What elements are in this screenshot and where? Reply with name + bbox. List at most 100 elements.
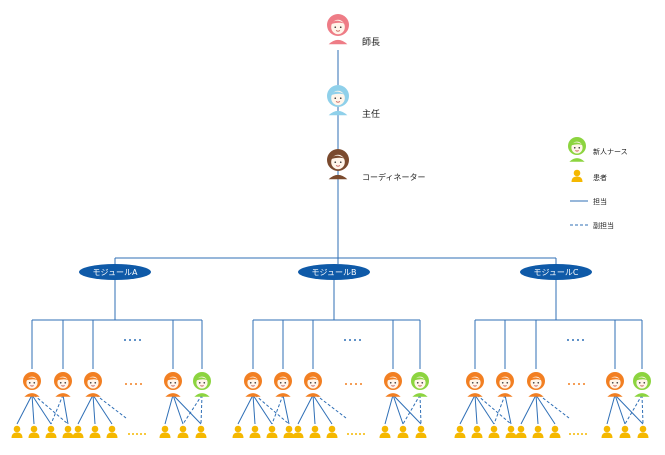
ellipsis-dot — [355, 433, 357, 435]
patient-head — [197, 425, 205, 433]
module-b-orange-ellipsis — [345, 383, 362, 385]
staff-nurse-icon-face — [530, 376, 542, 389]
staff-nurse-icon-shoulders — [245, 393, 261, 397]
secondary-connector — [402, 394, 421, 425]
ellipsis-dot — [139, 339, 141, 341]
staff-nurse-icon-mouth — [30, 385, 34, 387]
patient-icon — [177, 425, 189, 438]
patient-icon — [249, 425, 261, 438]
new-nurse-icon-shoulders — [194, 393, 210, 397]
new-nurse-icon — [193, 372, 211, 397]
legend-new-nurse-icon-eye-right — [578, 147, 581, 149]
staff-nurse-icon-eye-right — [314, 382, 317, 384]
ellipsis-dot — [128, 433, 130, 435]
staff-nurse-icon-eye-right — [174, 382, 177, 384]
patient-body — [309, 432, 321, 438]
patient-head — [268, 425, 276, 433]
ellipsis-dot — [577, 339, 579, 341]
primary-connector — [92, 394, 113, 425]
primary-connector — [16, 394, 33, 425]
staff-nurse-icon-eye-left — [279, 382, 282, 384]
ellipsis-dot — [140, 433, 142, 435]
primary-connector — [474, 394, 478, 425]
patient-body — [249, 432, 261, 438]
staff-nurse-icon-eye-right — [506, 382, 509, 384]
staff-nurse-icon — [244, 372, 262, 397]
staff-nurse-icon-mouth — [311, 385, 315, 387]
ellipsis-dot — [135, 383, 137, 385]
patient-body — [45, 432, 57, 438]
ellipsis-dot — [583, 383, 585, 385]
staff-nurse-icon-shoulders — [275, 393, 291, 397]
secondary-connector — [315, 394, 347, 419]
patient-head — [490, 425, 498, 433]
legend-new-nurse-icon-face — [571, 141, 583, 154]
patient-icon — [488, 425, 500, 438]
ellipsis-dot — [572, 339, 574, 341]
staff-nurse-icon-mouth — [251, 385, 255, 387]
patient-head — [417, 425, 425, 433]
staff-nurse-icon — [164, 372, 182, 397]
ellipsis-dot — [354, 339, 356, 341]
primary-connector — [459, 394, 476, 425]
chief-icon-shoulders — [328, 110, 348, 116]
primary-connector — [504, 394, 512, 425]
staff-nurse-icon-face — [247, 376, 259, 389]
staff-nurse-icon-eye-left — [169, 382, 172, 384]
patient-head — [381, 425, 389, 433]
patient-icon — [532, 425, 544, 438]
primary-connector — [312, 394, 333, 425]
secondary-connector — [200, 394, 203, 425]
patient-icon — [72, 425, 84, 438]
primary-connector — [614, 394, 626, 425]
patient-body — [177, 432, 189, 438]
patient-body — [292, 432, 304, 438]
staff-nurse-icon-fringe — [56, 377, 70, 381]
patient-icon — [637, 425, 649, 438]
staff-nurse-icon-shoulders — [467, 393, 483, 397]
ellipsis-dot — [130, 383, 132, 385]
staff-nurse-icon-fringe — [608, 377, 622, 381]
secondary-connector — [419, 394, 422, 425]
legend-primary-label: 担当 — [593, 197, 607, 206]
patient-body — [283, 432, 295, 438]
new-nurse-icon-fringe — [635, 377, 649, 381]
patient-icon — [195, 425, 207, 438]
patient-body — [106, 432, 118, 438]
staff-nurse-icon — [606, 372, 624, 397]
patient-icon — [106, 425, 118, 438]
ellipsis-dot — [349, 339, 351, 341]
module-a-blue-ellipsis — [124, 339, 141, 341]
primary-connector — [384, 394, 394, 425]
staff-nurse-icon-fringe — [468, 377, 482, 381]
primary-connector — [520, 394, 537, 425]
legend: 新人ナース 患者 担当 副担当 — [570, 147, 628, 230]
staff-nurse-icon-eye-left — [28, 382, 31, 384]
staff-nurse-icon-eye-right — [254, 382, 257, 384]
coordinator-icon-mouth — [335, 165, 341, 167]
patient-head — [399, 425, 407, 433]
module-b-label: モジュールB — [312, 268, 357, 277]
staff-nurse-icon — [274, 372, 292, 397]
staff-nurse-icon-shoulders — [607, 393, 623, 397]
module-a-label: モジュールA — [93, 268, 138, 277]
staff-nurse-icon-eye-right — [64, 382, 67, 384]
patient-body — [11, 432, 23, 438]
staff-nurse-icon-eye-left — [389, 382, 392, 384]
patient-body — [532, 432, 544, 438]
patient-icon — [28, 425, 40, 438]
primary-connector — [535, 394, 556, 425]
new-nurse-icon-eye-left — [198, 382, 201, 384]
new-nurse-icon-face — [636, 376, 648, 389]
ellipsis-dot — [144, 433, 146, 435]
ellipsis-dot — [585, 433, 587, 435]
chief-icon-mouth — [335, 101, 341, 103]
ellipsis-dot — [359, 433, 361, 435]
patient-body — [232, 432, 244, 438]
staff-nurse-icon — [527, 372, 545, 397]
patient-head — [234, 425, 242, 433]
ellipsis-dot — [569, 433, 571, 435]
legend-new-nurse-icon-shoulders — [569, 158, 585, 162]
staff-nurse-icon-mouth — [61, 385, 65, 387]
patient-icon — [266, 425, 278, 438]
